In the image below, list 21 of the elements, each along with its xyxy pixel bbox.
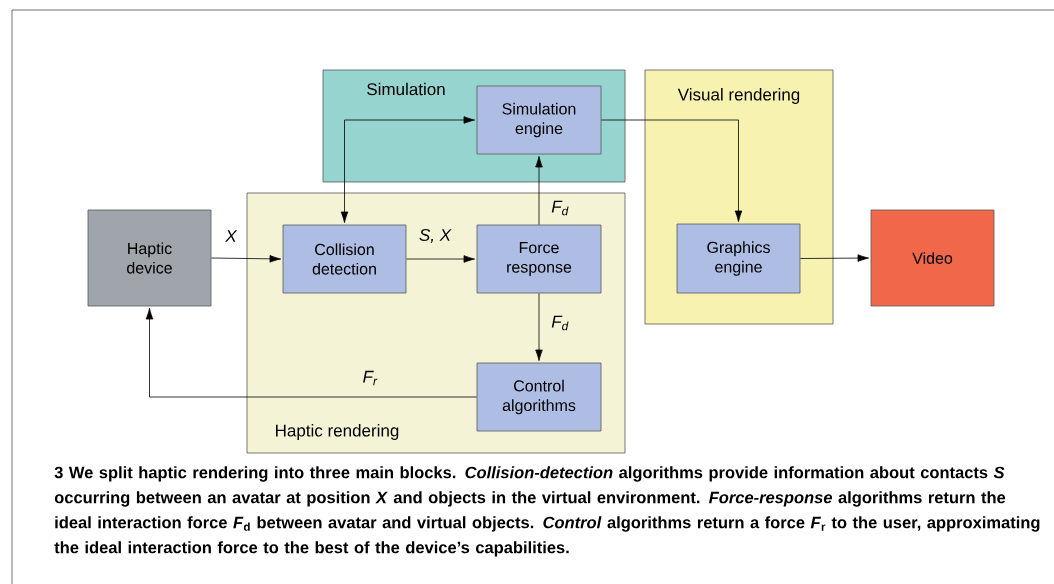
figure-caption: 3 We split haptic rendering into three main blocks. Collision-detection algorithms provide information about contacts S occurring between an avatar at position X and objects in the virtual environment. Force-response algorithms return the ideal interaction force F$_{d}$ between avatar and virtual objects. Control algorithms return a force F$_{r}$ to the user, approximating the ideal interaction force to the best of the device’s capabilities. xyxy=(54,466,1040,557)
edge-label: F$_{d}$ xyxy=(551,315,569,331)
edge-label: X xyxy=(225,230,238,242)
arrow xyxy=(535,293,543,361)
edge-label: F$_{r}$ xyxy=(363,370,378,386)
process-box: Collision detection xyxy=(282,224,407,294)
edge-label: F$_{d}$ xyxy=(551,200,569,216)
process-box: Haptic device xyxy=(87,209,212,307)
process-box: Video xyxy=(870,209,995,307)
process-box: Graphics engine xyxy=(676,223,801,294)
process-box: Force response xyxy=(476,224,602,294)
process-box: Simulation engine xyxy=(476,85,602,155)
arrow xyxy=(406,255,475,263)
process-box: Control algorithms xyxy=(476,362,602,432)
arrow xyxy=(211,255,281,263)
arrow xyxy=(535,156,543,225)
arrow xyxy=(800,254,869,262)
arrow xyxy=(601,119,743,222)
arrow xyxy=(145,308,477,398)
arrow xyxy=(340,116,475,223)
edge-label: S, X xyxy=(419,229,452,244)
